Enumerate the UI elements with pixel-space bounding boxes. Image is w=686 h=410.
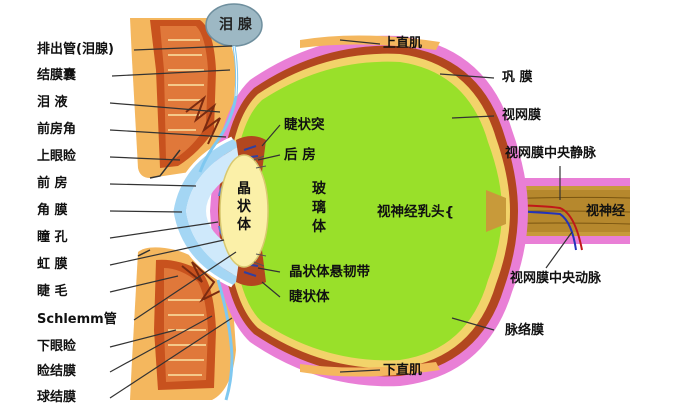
lacrimal-gland-label: 泪 腺 xyxy=(219,17,252,33)
bulbar-conjunctiva-label: 球结膜 xyxy=(37,390,77,405)
zonule-label: 晶状体悬韧带 xyxy=(289,264,370,280)
lower-eyelid-label: 下眼睑 xyxy=(37,339,77,354)
optic-nerve-label: 视神经 xyxy=(586,204,626,219)
lacrimal-gland-shape xyxy=(198,3,263,401)
lens-shape xyxy=(219,154,269,268)
tear-fluid-label: 泪 液 xyxy=(37,95,68,110)
vitreous-body-label: 玻璃体 xyxy=(312,181,326,235)
iris-label: 虹 膜 xyxy=(37,257,68,272)
upper-eyelid-label: 上眼睑 xyxy=(37,149,77,164)
schlemm-canal-label: Schlemm管 xyxy=(37,312,117,327)
right-leader-lines xyxy=(257,39,573,373)
central-retinal-vein-label: 视网膜中央静脉 xyxy=(505,146,597,161)
optic-disc-label: 视神经乳头{ xyxy=(377,204,455,220)
upper-eyelid-shape xyxy=(130,18,236,179)
palpebral-conjunctiva-label: 睑结膜 xyxy=(37,364,77,379)
retina-label: 视网膜 xyxy=(502,108,542,123)
lens-label: 晶状体 xyxy=(237,181,251,233)
choroid-label: 脉络膜 xyxy=(505,323,545,338)
posterior-chamber-label: 后 房 xyxy=(284,147,316,163)
ciliary-process-label: 睫状突 xyxy=(284,117,325,133)
inferior-rectus-label: 下直肌 xyxy=(383,363,423,378)
central-retinal-artery-label: 视网膜中央动脉 xyxy=(510,271,602,286)
superior-rectus-label: 上直肌 xyxy=(383,36,423,51)
eyelash-label: 睫 毛 xyxy=(37,284,68,299)
ciliary-body-label: 睫状体 xyxy=(289,289,330,305)
eyeball-shape xyxy=(210,35,528,387)
conjunctival-sac-label: 结膜囊 xyxy=(37,68,77,83)
pupil-label: 瞳 孔 xyxy=(37,230,68,245)
cornea-label: 角 膜 xyxy=(37,203,68,218)
lower-eyelid-shape xyxy=(130,247,236,400)
anterior-chamber-label: 前 房 xyxy=(37,176,68,191)
excretory-duct-label: 排出管(泪腺) xyxy=(37,42,114,57)
sclera-label: 巩 膜 xyxy=(502,70,533,85)
left-leader-lines xyxy=(109,45,237,399)
anterior-chamber-angle-label: 前房角 xyxy=(37,122,77,137)
